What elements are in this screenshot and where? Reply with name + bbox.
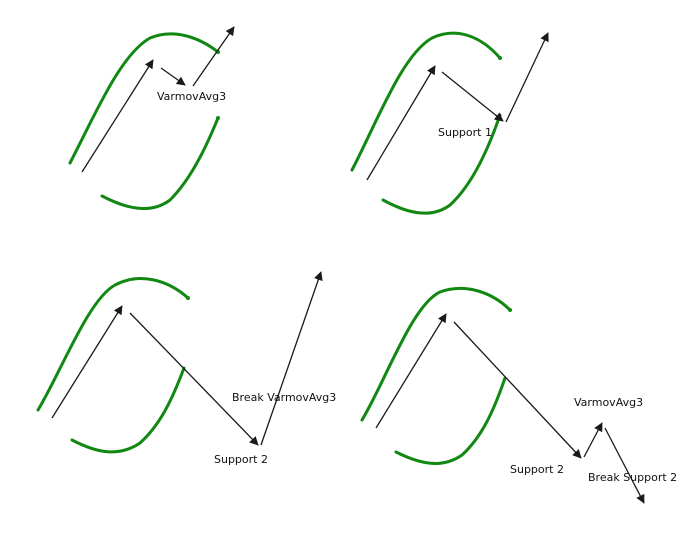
price-arrow-down bbox=[160, 67, 186, 86]
lower-band-curve bbox=[394, 376, 507, 465]
lower-band-curve bbox=[100, 116, 220, 210]
label-break-varmovavg3: Break VarmovAvg3 bbox=[232, 391, 336, 404]
lower-band-curve bbox=[70, 366, 186, 454]
price-arrow-breakout bbox=[260, 271, 323, 446]
panel-bottom-left: Break VarmovAvg3 Support 2 bbox=[36, 271, 336, 466]
price-arrow-retest bbox=[583, 422, 603, 458]
curve-end-dot bbox=[186, 296, 190, 300]
curve-end-dot bbox=[498, 56, 502, 60]
label-support-2: Support 2 bbox=[510, 463, 564, 476]
label-break-support-2: Break Support 2 bbox=[588, 471, 677, 484]
label-support-1: Support 1 bbox=[438, 126, 492, 139]
label-varmovavg3: VarmovAvg3 bbox=[574, 396, 643, 409]
upper-band-curve bbox=[360, 287, 512, 422]
price-arrow-up bbox=[375, 313, 447, 429]
price-arrow-down bbox=[453, 321, 582, 459]
price-arrow-rebound bbox=[505, 32, 549, 123]
label-support-2: Support 2 bbox=[214, 453, 268, 466]
price-arrow-down bbox=[441, 71, 504, 122]
curve-end-dot bbox=[508, 308, 512, 312]
upper-band-curve bbox=[36, 277, 190, 412]
price-arrow-down bbox=[129, 312, 259, 446]
label-varmovavg3: VarmovAvg3 bbox=[157, 90, 226, 103]
price-arrow-up bbox=[51, 305, 123, 419]
price-arrow-up bbox=[366, 65, 436, 181]
panel-bottom-right: VarmovAvg3 Support 2 Break Support 2 bbox=[360, 287, 690, 504]
panel-top-right: Support 1 bbox=[350, 31, 549, 215]
panel-top-left: VarmovAvg3 bbox=[68, 26, 241, 210]
lower-band-curve bbox=[381, 113, 502, 215]
price-arrow-up bbox=[81, 59, 154, 173]
curve-end-dot bbox=[216, 116, 220, 120]
price-arrow-breakdown bbox=[604, 427, 645, 504]
price-arrow-breakout bbox=[192, 26, 235, 87]
upper-band-curve bbox=[68, 32, 220, 165]
upper-band-curve bbox=[350, 31, 502, 172]
